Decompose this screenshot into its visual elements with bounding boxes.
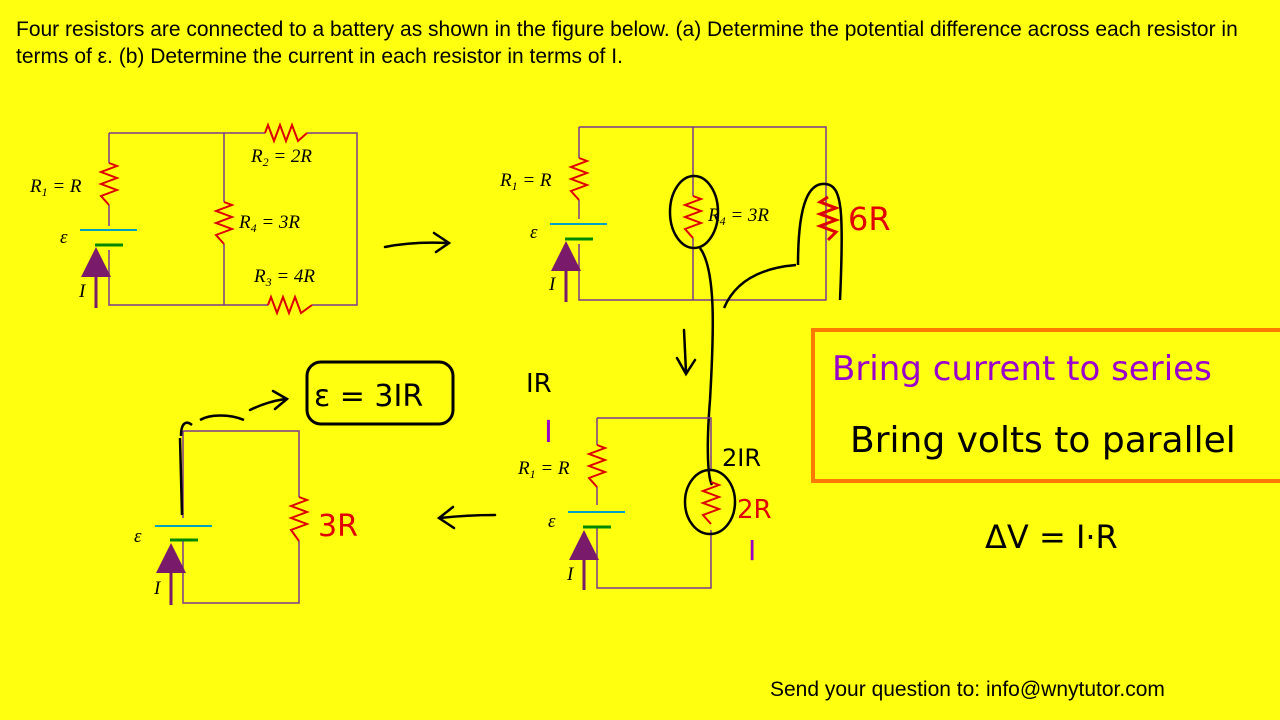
circuit2-wires — [578, 126, 827, 301]
label-current: I — [78, 281, 87, 302]
note-6r: 6R — [848, 200, 891, 238]
label-r4: R4 = 3R — [238, 212, 300, 235]
circuit4-wires — [182, 430, 300, 604]
label-r1: R1 = R — [517, 458, 570, 481]
circuit-original: R1 = R R2 = 2R R4 = 3R R3 = 4R ε I — [29, 122, 358, 316]
note-i-bottom: I — [748, 534, 756, 567]
note-2r: 2R — [737, 495, 772, 525]
brace-stroke — [178, 414, 245, 516]
circuit3-wires — [596, 417, 712, 589]
arrow-down — [675, 328, 697, 377]
label-emf: ε — [548, 511, 556, 532]
equation-box — [305, 360, 455, 426]
problem-statement: Four resistors are connected to a batter… — [16, 18, 1238, 68]
bracket-6r — [796, 182, 843, 301]
contact-footer: Send your question to: info@wnytutor.com — [770, 678, 1165, 701]
circuit1-wires — [108, 132, 358, 306]
label-r2: R2 = 2R — [250, 146, 312, 169]
formula-ohms-law: ΔV = I·R — [985, 518, 1118, 556]
resistor-r1 — [98, 162, 120, 206]
label-emf: ε — [134, 526, 142, 547]
note-3r: 3R — [318, 509, 358, 544]
note-emf-equation: ε = 3IR — [314, 379, 423, 414]
arrow-to-circuit4 — [436, 505, 497, 530]
resistor-r2 — [264, 122, 308, 144]
circle-r4 — [668, 174, 720, 250]
note-ir: IR — [526, 369, 552, 399]
combine-stroke — [722, 263, 797, 309]
label-current: I — [548, 274, 557, 295]
arrow-to-equation — [248, 389, 290, 412]
label-emf: ε — [60, 227, 68, 248]
circle-2r — [683, 468, 737, 536]
resistor-r1 — [568, 157, 590, 201]
resistor-2r — [700, 481, 722, 525]
resistor-r1 — [586, 444, 608, 488]
circuit-step2: R1 = R R4 = 3R ε I 6R — [499, 126, 891, 486]
arrow-to-circuit2 — [383, 231, 452, 254]
resistor-3r — [288, 496, 310, 542]
label-r3: R3 = 4R — [253, 266, 315, 289]
note-i-top: I — [544, 415, 553, 450]
resistor-r3 — [267, 294, 313, 316]
label-r1: R1 = R — [499, 170, 552, 193]
rule-parallel-volts: Bring volts to parallel — [850, 420, 1236, 461]
label-r1: R1 = R — [29, 176, 82, 199]
circuit-step3: R1 = R ε I 2IR 2R I IR I — [517, 369, 772, 590]
rule-box: Bring current to series Bring volts to p… — [811, 328, 1280, 483]
rule-series-current: Bring current to series — [832, 349, 1212, 389]
circuit-step4: ε I 3R ε = 3IR — [134, 360, 455, 605]
label-current: I — [566, 564, 575, 585]
resistor-r4 — [682, 195, 704, 239]
resistor-r4 — [213, 201, 235, 245]
label-current: I — [153, 578, 162, 599]
resistor-6r-sketch — [815, 195, 841, 242]
label-emf: ε — [530, 222, 538, 243]
note-2ir: 2IR — [722, 444, 761, 472]
